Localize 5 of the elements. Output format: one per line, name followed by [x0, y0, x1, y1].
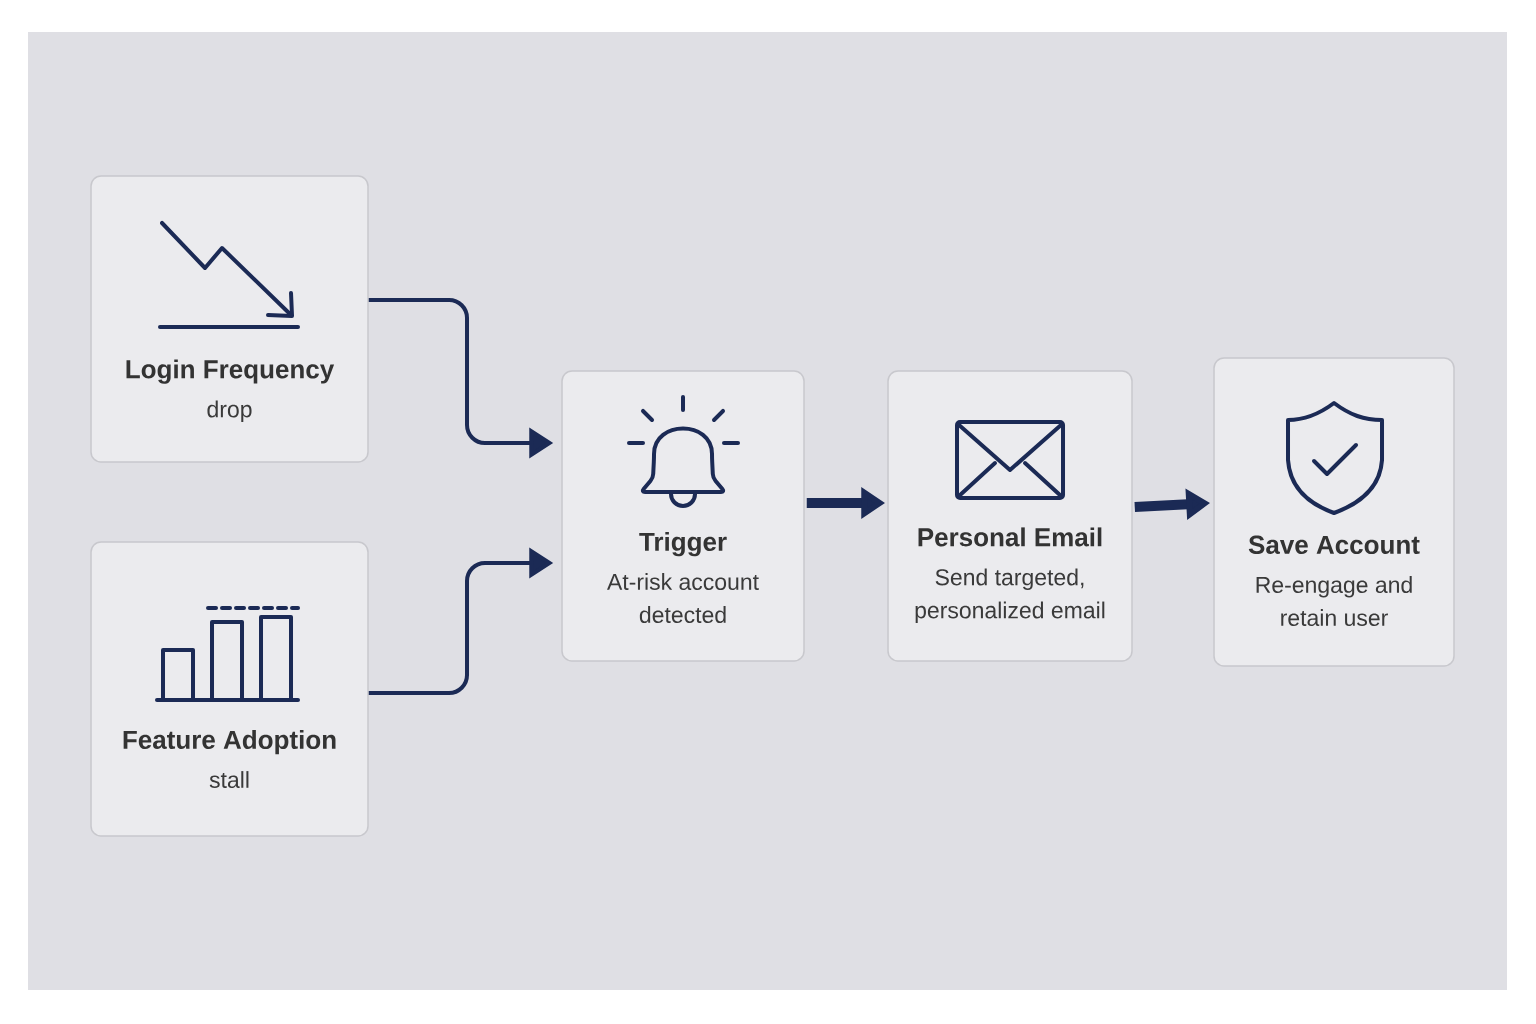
process-box: Trigger At-risk account detected [561, 370, 805, 662]
process-box: Feature Adoption stall [90, 541, 369, 837]
process-box: Save Account Re-engage and retain user [1213, 357, 1455, 667]
process-box: Personal Email Send targeted, personalized email [887, 370, 1133, 662]
process-box: Login Frequency drop [90, 175, 369, 463]
